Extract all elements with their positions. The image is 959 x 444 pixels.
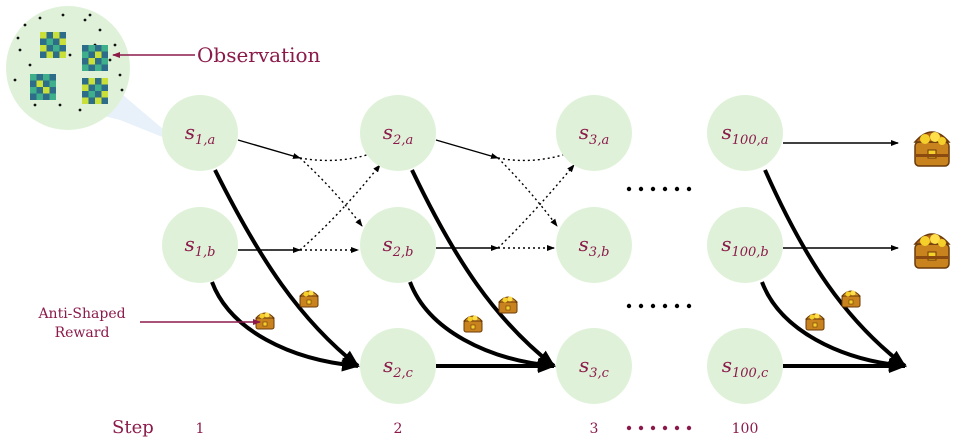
edge-1a-2c xyxy=(213,169,360,368)
edge-2a-3b xyxy=(497,157,558,227)
edge-1a-2b xyxy=(299,157,363,227)
observation-tile xyxy=(40,32,66,58)
transition-edges xyxy=(210,139,907,373)
edge-1a-solid xyxy=(237,139,301,159)
state-node-2c: s2,c xyxy=(360,328,436,404)
treasure-chest-icon xyxy=(841,290,861,308)
observation-label: Observation xyxy=(197,43,321,67)
treasure-chest-icon xyxy=(463,315,483,333)
anti-shaped-label-line-1: Anti-Shaped xyxy=(37,306,125,322)
edge-2a-solid xyxy=(435,139,499,159)
state-node-2b: s2,b xyxy=(360,207,436,283)
state-label-2b: s2,b xyxy=(383,232,414,260)
state-node-1b: s1,b xyxy=(162,207,238,283)
treasure-chest-icon xyxy=(914,131,950,167)
ellipsis-top xyxy=(626,186,692,192)
treasure-chest-icon xyxy=(498,296,518,314)
state-node-100c: s100,c xyxy=(707,328,783,404)
edge-100b-terminal-c xyxy=(760,281,907,372)
observation-tile xyxy=(30,74,56,100)
state-node-3b: s3,b xyxy=(556,207,632,283)
edge-2a-3c xyxy=(410,169,556,368)
state-node-100a: s100,a xyxy=(707,95,783,171)
ellipsis-steps xyxy=(626,425,692,431)
step-3-label: 3 xyxy=(590,421,599,437)
observation-grid-icon xyxy=(30,32,108,104)
state-node-1a: s1,a xyxy=(162,95,238,171)
treasure-chest-icon xyxy=(805,313,825,331)
edge-2a-3a xyxy=(497,151,573,162)
edge-2b-3c xyxy=(408,281,556,372)
treasure-chest-icon xyxy=(914,233,950,269)
step-label: Step xyxy=(112,417,154,438)
state-node-3c: s3,c xyxy=(556,328,632,404)
state-node-2a: s2,a xyxy=(360,95,436,171)
edge-2b-3a xyxy=(497,164,575,249)
observation-tile xyxy=(82,45,108,71)
step-2-label: 2 xyxy=(394,421,403,437)
edge-1a-2a xyxy=(299,151,377,162)
step-1-label: 1 xyxy=(196,421,205,437)
edge-1b-2c xyxy=(210,281,360,372)
treasure-chest-icon xyxy=(299,290,319,308)
treasure-chest-icon xyxy=(255,312,275,330)
observation-tile xyxy=(82,78,108,104)
step-100-label: 100 xyxy=(732,421,759,437)
state-nodes: s1,a s1,b s2,a s2,b s2,c s3,a s3,b s3,c s100,a s1… xyxy=(162,95,783,404)
state-node-100b: s100,b xyxy=(707,207,783,283)
state-label-3c: s3,c xyxy=(579,353,610,381)
state-node-3a: s3,a xyxy=(556,95,632,171)
edge-1b-2a xyxy=(299,164,381,251)
ellipsis-middle xyxy=(626,303,692,309)
state-label-100b: s100,b xyxy=(721,232,769,260)
edge-100a-terminal-c xyxy=(763,169,907,368)
anti-shaped-label-line-2: Reward xyxy=(55,325,110,341)
